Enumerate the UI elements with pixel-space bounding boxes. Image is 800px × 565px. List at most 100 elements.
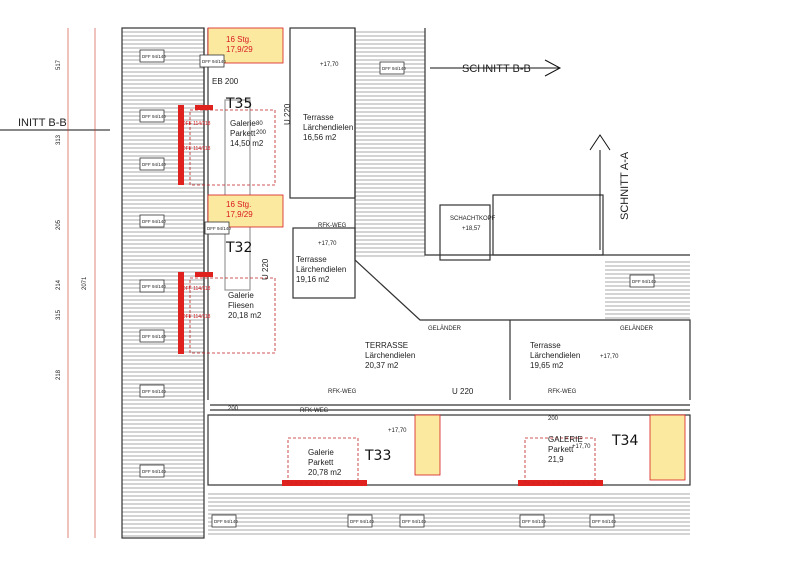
- roof-window-label: DFF 94/140: [142, 469, 166, 474]
- roof-window: [199, 54, 225, 68]
- roof-window: [139, 464, 165, 478]
- terrace-material-3: Lärchendielen: [365, 351, 415, 360]
- red-wall-t32: [178, 272, 184, 354]
- u-label-2: U 220: [261, 258, 270, 280]
- room-area-4: 21,9: [548, 455, 564, 464]
- roof-window-label: DFF 94/140: [142, 162, 166, 167]
- room-name-1: Galerie: [230, 119, 256, 128]
- schachtkopf-label: SCHACHTKOPF: [450, 216, 496, 222]
- dimension-label: 315: [56, 309, 62, 320]
- unit-label-t33: T33: [364, 448, 391, 464]
- terrace-area-4: 19,65 m2: [530, 361, 564, 370]
- terrace-material-1: Lärchendielen: [303, 123, 353, 132]
- room-name-3: Galerie: [308, 448, 334, 457]
- labels: SCHNITT B-B INITT B-B SCHNITT A-A T35 T3…: [18, 35, 654, 477]
- section-label-bb-left: INITT B-B: [18, 117, 67, 129]
- unit-label-t35: T35: [225, 96, 252, 112]
- roof-window: [379, 61, 405, 75]
- elevation-schacht: +18,57: [462, 226, 481, 232]
- terrace-t32: [292, 227, 356, 299]
- room-material-2: Fliesen: [228, 301, 254, 310]
- red-wall-t32-top: [195, 272, 213, 277]
- red-wall-t35: [178, 105, 184, 185]
- terrace-name-3: TERRASSE: [365, 341, 408, 350]
- section-label-aa: SCHNITT A-A: [619, 151, 631, 220]
- red-wall-t33: [282, 480, 367, 486]
- roof-window: [347, 514, 373, 528]
- gallery-outlines: [189, 109, 596, 484]
- stair-t33: [414, 414, 441, 476]
- elevation-4: +17,70: [388, 428, 407, 434]
- roof-window: [139, 49, 165, 63]
- roof-window-label: DFF 94/140: [142, 284, 166, 289]
- terrace-area-3: 20,37 m2: [365, 361, 399, 370]
- stair-ratio-1: 17,9/29: [226, 45, 253, 54]
- rfk-label-3: RFK-WEG: [548, 389, 577, 395]
- rfk-label-2: RFK-WEG: [328, 389, 357, 395]
- terrace-name-4: Terrasse: [530, 341, 561, 350]
- dimension-label: 313: [56, 134, 62, 145]
- roof-window: [139, 279, 165, 293]
- staircases: [207, 27, 686, 481]
- room-name-2: Galerie: [228, 291, 254, 300]
- roof-window: [139, 157, 165, 171]
- roof-window: [139, 384, 165, 398]
- roof-window-label: DFF 94/140: [202, 59, 226, 64]
- elevation-5: +17,70: [572, 444, 591, 450]
- unit-label-t34: T34: [611, 433, 638, 449]
- unit-label-t32: T32: [225, 240, 252, 256]
- roof-window-label: DFF 94/140: [522, 519, 546, 524]
- u-label-3: U 220: [452, 387, 474, 396]
- terrace-material-4: Lärchendielen: [530, 351, 580, 360]
- rfk-label-1: RFK-WEG: [318, 223, 347, 229]
- width-200b: 200: [228, 406, 239, 412]
- eb-label: EB 200: [212, 77, 239, 86]
- roof-window-label: DFF 94/140: [142, 389, 166, 394]
- stair-count-2: 16 Stg.: [226, 200, 251, 209]
- shaft-area: [492, 194, 604, 256]
- elevation-1: +17,70: [320, 62, 339, 68]
- stair-ratio-2: 17,9/29: [226, 210, 253, 219]
- room-material-4: Parkett: [548, 445, 574, 454]
- section-arrow-bb: [544, 59, 562, 77]
- u-label-1: U 220: [283, 103, 292, 125]
- width-80: 80: [256, 121, 263, 127]
- red-window-label: DFF 114/118: [182, 286, 211, 292]
- terrace-area-2: 19,16 m2: [296, 275, 330, 284]
- room-name-4: GALERIE: [548, 435, 583, 444]
- red-walls: [178, 105, 603, 486]
- room-area-1: 14,50 m2: [230, 139, 264, 148]
- terrace-name-2: Terrasse: [296, 255, 327, 264]
- room-area-3: 20,78 m2: [308, 468, 342, 477]
- dimension-label: 517: [56, 59, 62, 70]
- red-window-label: DFF 114/118: [182, 121, 211, 127]
- roof-window-label: DFF 94/140: [350, 519, 374, 524]
- dimension-chain: [67, 28, 96, 538]
- roof-window-label: DFF 94/140: [402, 519, 426, 524]
- room-material-3: Parkett: [308, 458, 334, 467]
- roof-window-label: DFF 94/140: [214, 519, 238, 524]
- elevation-2: +17,70: [318, 241, 337, 247]
- gallery-outline-t33: [287, 437, 359, 484]
- rfk-label-4: RFK-WEG: [300, 408, 329, 414]
- width-200c: 200: [548, 416, 559, 422]
- roof-window-label: DFF 94/140: [632, 279, 656, 284]
- lower-units-box: [207, 414, 691, 486]
- roof-window: [139, 329, 165, 343]
- roof-window-label: DFF 94/140: [592, 519, 616, 524]
- schacht-box: [439, 204, 491, 261]
- roof-window-label: DFF 94/140: [382, 66, 406, 71]
- section-markers: [0, 59, 611, 250]
- section-arrow-aa: [589, 134, 611, 151]
- dimension-label: 218: [56, 369, 62, 380]
- roof-window: [139, 214, 165, 228]
- roof-window: [519, 514, 545, 528]
- roof-window-label: DFF 94/140: [142, 219, 166, 224]
- stair-t34: [649, 414, 686, 481]
- roof-window-label: DFF 94/140: [142, 114, 166, 119]
- roof-window-label: DFF 94/140: [142, 54, 166, 59]
- gallery-outline-t35: [189, 109, 276, 186]
